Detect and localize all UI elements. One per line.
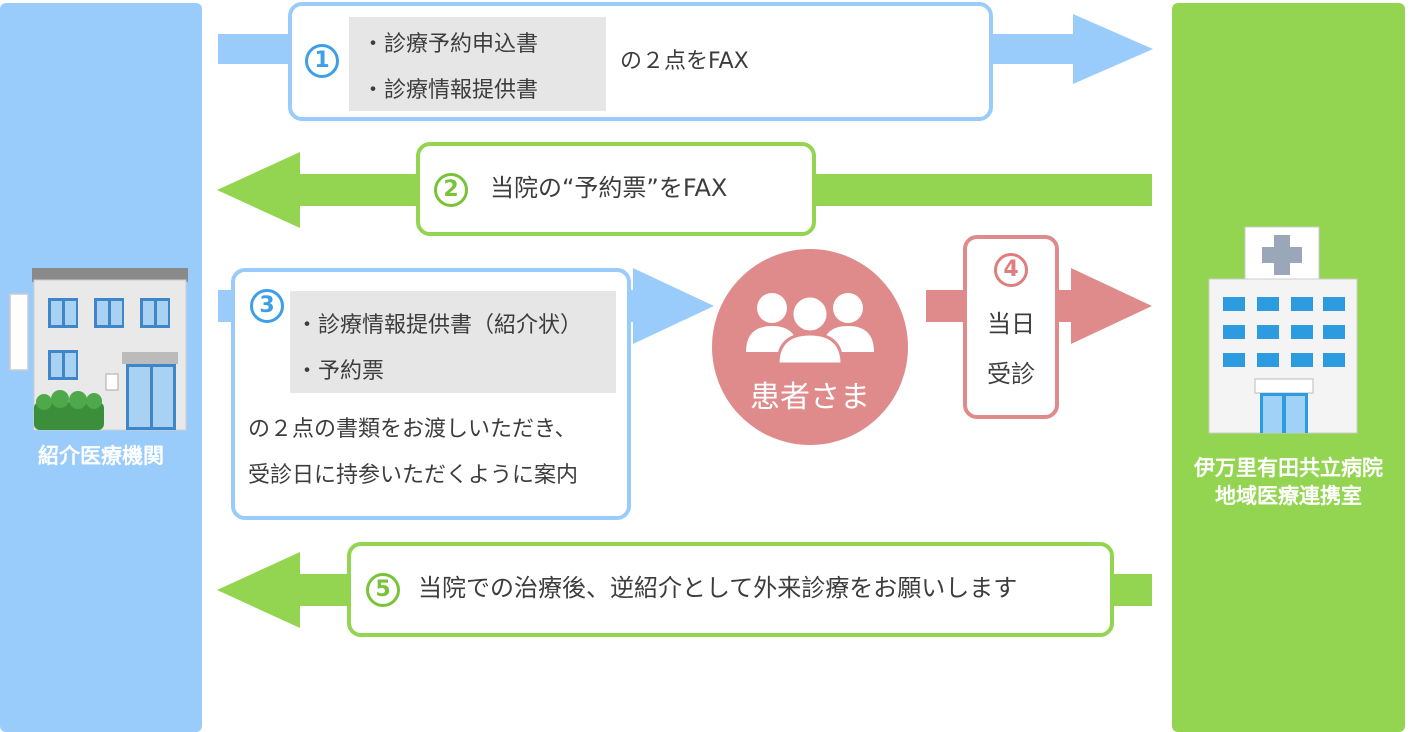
step5-card — [347, 542, 1114, 637]
step3-text-line2: 受診日に持参いただくように案内 — [248, 463, 579, 488]
step1-item1: ・診療予約申込書 — [362, 32, 539, 57]
step3-number: 3 — [259, 293, 275, 318]
patient-label: 患者さま — [750, 380, 870, 415]
step3-text-line1: の２点の書類をお渡しいただき、 — [248, 417, 577, 442]
step1-document-list — [349, 17, 606, 111]
step1-text: の２点をFAX — [620, 49, 749, 74]
hospital-label-line1: 伊万里有田共立病院 — [1194, 456, 1383, 480]
step1-number: 1 — [314, 48, 330, 73]
step5-text: 当院での治療後、逆紹介として外来診療をお願いします — [418, 574, 1018, 602]
step3-document-list — [290, 291, 616, 393]
step4-text-line2: 受診 — [987, 360, 1035, 388]
step5-number: 5 — [375, 577, 391, 602]
step2-text: 当院の“予約票”をFAX — [490, 174, 728, 202]
step4-number-badge: 4 — [994, 253, 1028, 287]
step1-number-badge: 1 — [305, 44, 339, 78]
hospital-building-icon — [1208, 226, 1358, 434]
step2-number-badge: 2 — [434, 173, 468, 207]
step4-text-line1: 当日 — [987, 310, 1035, 338]
step2-number: 2 — [443, 177, 459, 202]
step1-item2: ・診療情報提供書 — [362, 78, 539, 103]
step2-card — [416, 142, 816, 236]
people-icon — [746, 293, 874, 366]
referring-institution-label: 紹介医療機関 — [38, 444, 164, 468]
hospital-label-line2: 地域医療連携室 — [1215, 484, 1362, 508]
step3-item1: ・診療情報提供書（紹介状） — [296, 313, 583, 338]
step5-number-badge: 5 — [366, 573, 400, 607]
clinic-building-icon — [9, 268, 188, 431]
step3-item2: ・予約票 — [296, 359, 385, 384]
step4-number: 4 — [1003, 257, 1019, 282]
step3-number-badge: 3 — [250, 289, 284, 323]
